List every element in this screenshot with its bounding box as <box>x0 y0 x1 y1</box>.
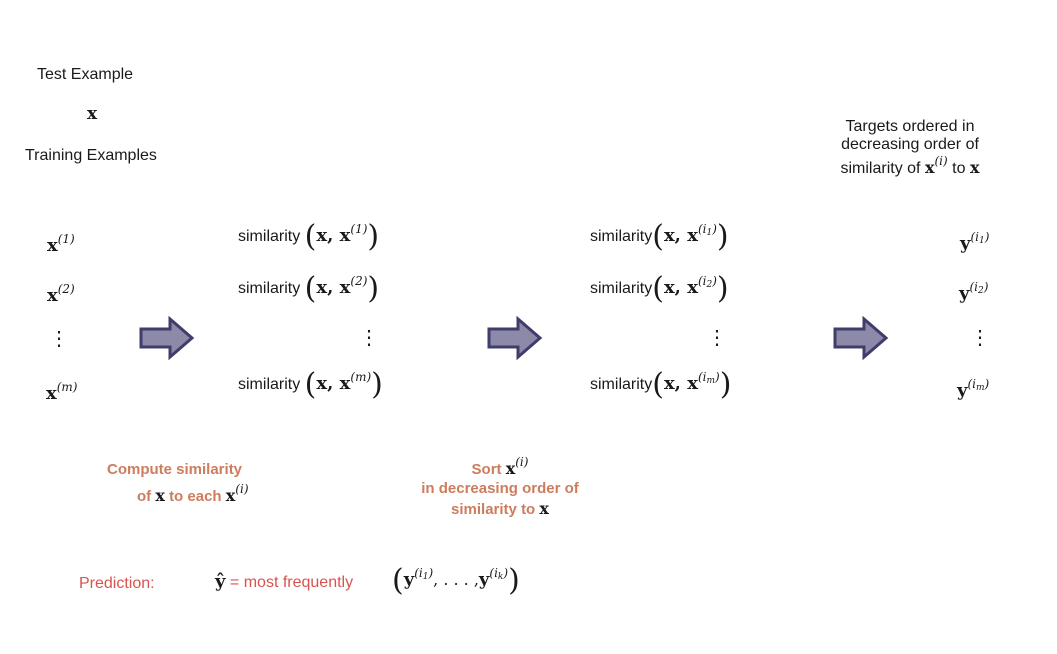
target-y1: y(i1) <box>960 230 990 254</box>
prediction-equals-text: = most frequently <box>229 574 354 591</box>
targets-heading-to: to <box>952 160 966 177</box>
target-ym: y(im) <box>957 377 990 401</box>
targets-vdots: ⋮ <box>970 325 990 349</box>
prediction-label: Prediction: <box>79 575 155 592</box>
sort-caption-line1: Sort x(i) <box>471 455 529 478</box>
test-example-symbol: x <box>87 104 98 124</box>
right-arrow-icon <box>487 316 543 360</box>
training-examples-label: Training Examples <box>25 147 157 164</box>
compute-caption-line2: of x to each x(i) <box>137 482 249 505</box>
target-y2: y(i2) <box>959 280 989 304</box>
training-xm: x(m) <box>46 380 78 404</box>
similarity-row-1: similarity (x, x(1)) <box>238 219 380 254</box>
training-vdots: ⋮ <box>49 326 69 350</box>
training-x1: x(1) <box>47 232 75 256</box>
test-example-label: Test Example <box>37 66 134 83</box>
similarity-row-m: similarity (x, x(m)) <box>238 367 383 402</box>
right-arrow-icon <box>833 316 889 360</box>
sort-caption: Sort x(i) in decreasing order of similar… <box>400 455 600 518</box>
prediction-formula: ŷ = most frequently <box>215 571 353 592</box>
sorted-row-1: similarity(x, x(i1)) <box>590 219 729 254</box>
targets-heading-prefix: similarity of <box>840 160 921 177</box>
sorted-row-2: similarity(x, x(i2)) <box>590 271 729 306</box>
sort-caption-line3: similarity to x <box>451 499 549 518</box>
targets-heading-sup: (i) <box>934 154 948 168</box>
targets-heading-x: x <box>924 158 935 177</box>
targets-heading-x2: x <box>969 158 980 177</box>
sort-caption-line2: in decreasing order of <box>421 480 579 497</box>
y-hat-symbol: ŷ <box>215 571 226 592</box>
prediction-set: (y(i1), . . . ,y(ik)) <box>392 563 520 598</box>
targets-heading-line2: decreasing order of <box>841 136 979 153</box>
sorted-vdots: ⋮ <box>707 325 727 349</box>
compute-caption-line1: Compute similarity <box>107 461 243 478</box>
similarity-vdots: ⋮ <box>359 325 379 349</box>
similarity-row-2: similarity (x, x(2)) <box>238 271 380 306</box>
targets-heading-line3: similarity of x(i) to x <box>820 154 1000 178</box>
training-x2: x(2) <box>47 282 75 306</box>
sorted-row-m: similarity(x, x(im)) <box>590 367 732 402</box>
targets-heading-line1: Targets ordered in <box>845 118 975 135</box>
right-arrow-icon <box>139 316 195 360</box>
targets-heading: Targets ordered in decreasing order of s… <box>820 118 1000 178</box>
